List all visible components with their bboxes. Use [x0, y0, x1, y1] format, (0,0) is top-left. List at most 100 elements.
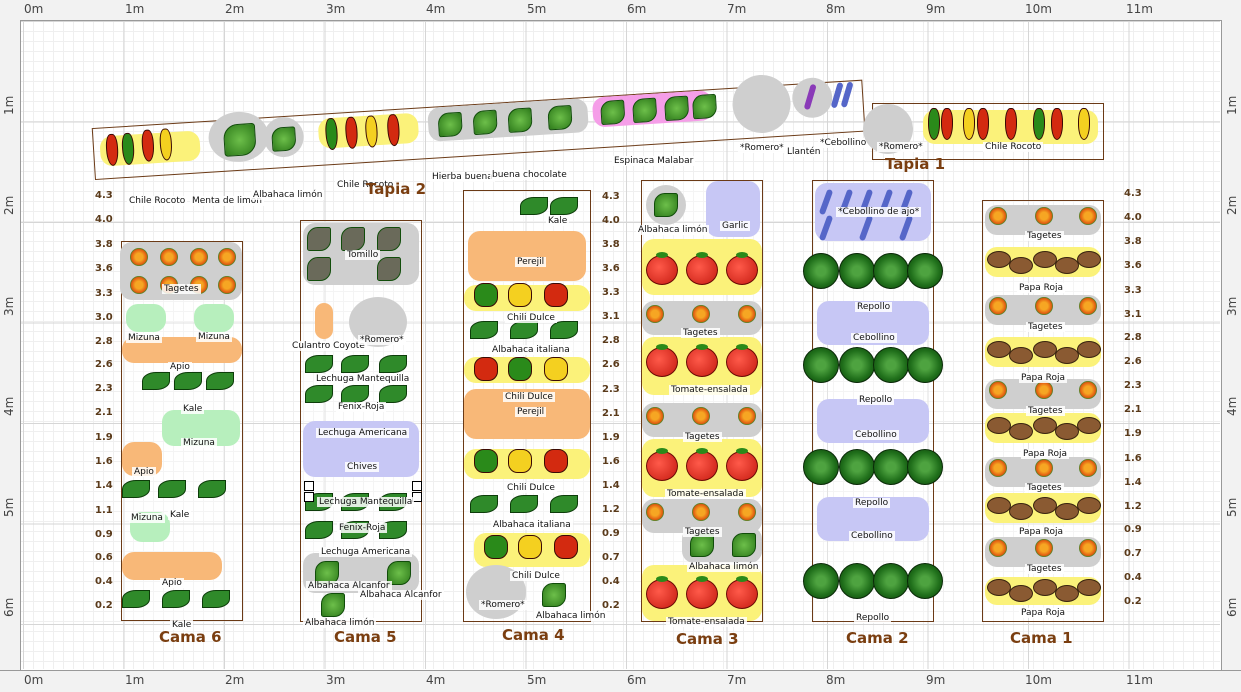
- cabbage-icon: [907, 347, 943, 383]
- kale-icon: [162, 590, 190, 608]
- y-scale-label: 2.6: [1124, 356, 1142, 367]
- lettuce-icon: [305, 385, 333, 403]
- y-scale-label: 1.4: [95, 480, 113, 491]
- cabbage-icon: [907, 253, 943, 289]
- potato-icon: [1033, 417, 1057, 434]
- plant-label: Mizuna: [126, 333, 162, 343]
- bed-cama-5[interactable]: [300, 220, 422, 622]
- kale-icon: [174, 372, 202, 390]
- ruler-label: 3m: [2, 296, 16, 316]
- marigold-icon: [738, 503, 756, 521]
- plant-label: Papa Roja: [1019, 373, 1067, 383]
- y-scale-label: 2.6: [95, 359, 113, 370]
- marigold-icon: [160, 248, 178, 266]
- basil-icon: [542, 583, 566, 607]
- tomato-icon: [646, 448, 678, 481]
- potato-icon: [1055, 347, 1079, 364]
- plant-label: Cebollino: [853, 430, 899, 440]
- pepper-icon: [1033, 108, 1045, 140]
- selection-handle[interactable]: [412, 481, 422, 491]
- bed-cama-2[interactable]: [803, 180, 943, 622]
- marigold-icon: [692, 503, 710, 521]
- bed-title: Cama 6: [159, 628, 222, 646]
- y-scale-label: 0.7: [1124, 548, 1142, 559]
- plant-label: Papa Roja: [1017, 527, 1065, 537]
- potato-icon: [1033, 341, 1057, 358]
- plant-label: Kale: [170, 620, 194, 630]
- y-scale-label: 2.8: [95, 336, 113, 347]
- plant-label: Albahaca limón: [534, 611, 608, 621]
- tomato-icon: [686, 252, 718, 285]
- ruler-label: 4m: [1225, 396, 1239, 416]
- ruler-label: 10m: [1025, 673, 1052, 687]
- marigold-icon: [130, 248, 148, 266]
- ruler-bottom: 0m 1m 2m 3m 4m 5m 6m 7m 8m 9m 10m 11m: [0, 670, 1241, 692]
- selection-handle[interactable]: [304, 492, 314, 502]
- potato-icon: [1009, 347, 1033, 364]
- cabbage-icon: [907, 449, 943, 485]
- marigold-icon: [1079, 381, 1097, 399]
- y-scale-label: 1.9: [602, 432, 620, 443]
- bed-title: Cama 2: [846, 629, 909, 647]
- plant-label: Tagetes: [162, 284, 201, 294]
- plant-label: Kale: [168, 510, 192, 520]
- ruler-label: 3m: [326, 673, 346, 687]
- plant-label: Culantro Coyote: [290, 341, 367, 351]
- y-scale-label: 3.6: [1124, 260, 1142, 271]
- plant-label: Fenix-Roja: [336, 402, 387, 412]
- kale-icon: [142, 372, 170, 390]
- pepper-icon: [928, 108, 940, 140]
- y-scale-label: 1.6: [1124, 453, 1142, 464]
- y-scale-label: 0.4: [602, 576, 620, 587]
- plant-label: Tagetes: [683, 432, 722, 442]
- lettuce-icon: [379, 355, 407, 373]
- plant-label: Albahaca italiana: [491, 520, 573, 530]
- y-scale-label: 2.1: [602, 408, 620, 419]
- ruler-label: 5m: [527, 2, 547, 16]
- y-scale-label: 3.3: [602, 287, 620, 298]
- y-scale-label: 3.3: [95, 288, 113, 299]
- ruler-top: 0m 1m 2m 3m 4m 5m 6m 7m 8m 9m 10m 11m: [0, 0, 1241, 21]
- plant-label: Papa Roja: [1017, 283, 1065, 293]
- plant-label: Mizuna: [129, 513, 165, 523]
- ruler-label: 1m: [2, 95, 16, 115]
- bed-cama-6[interactable]: [120, 241, 243, 621]
- marigold-icon: [989, 207, 1007, 225]
- potato-icon: [987, 251, 1011, 268]
- bell-pepper-icon: [508, 283, 532, 307]
- potato-icon: [1077, 497, 1101, 514]
- basil-icon: [510, 495, 538, 513]
- lettuce-icon: [305, 521, 333, 539]
- pepper-icon: [963, 108, 975, 140]
- tomato-icon: [726, 252, 758, 285]
- y-scale-label: 2.1: [95, 407, 113, 418]
- bell-pepper-icon: [508, 449, 532, 473]
- basil-icon: [550, 495, 578, 513]
- marigold-icon: [1035, 539, 1053, 557]
- cabbage-icon: [839, 449, 875, 485]
- y-scale-label: 3.8: [602, 239, 620, 250]
- marigold-icon: [1035, 207, 1053, 225]
- y-scale-label: 1.9: [1124, 428, 1142, 439]
- kale-icon: [158, 480, 186, 498]
- bed-cama-4[interactable]: [463, 190, 591, 622]
- basil-icon: [470, 495, 498, 513]
- pepper-icon: [1051, 108, 1063, 140]
- plant-label: Chili Dulce: [505, 313, 557, 323]
- ruler-label: 7m: [727, 2, 747, 16]
- plant-label: Repollo: [853, 498, 891, 508]
- y-scale-label: 3.8: [1124, 236, 1142, 247]
- selection-handle[interactable]: [304, 481, 314, 491]
- y-scale-label: 1.6: [602, 456, 620, 467]
- marigold-icon: [1035, 459, 1053, 477]
- plant-label: Garlic: [720, 221, 751, 231]
- plant-label: Espinaca Malabar: [612, 156, 696, 166]
- potato-icon: [987, 497, 1011, 514]
- y-scale-label: 4.0: [602, 215, 620, 226]
- plant-label: Apio: [160, 578, 184, 588]
- plant-label: *Romero*: [738, 143, 786, 153]
- bed-cama-3[interactable]: [641, 180, 763, 622]
- band-orange: [122, 552, 222, 580]
- pepper-icon: [941, 108, 953, 140]
- marigold-icon: [1035, 297, 1053, 315]
